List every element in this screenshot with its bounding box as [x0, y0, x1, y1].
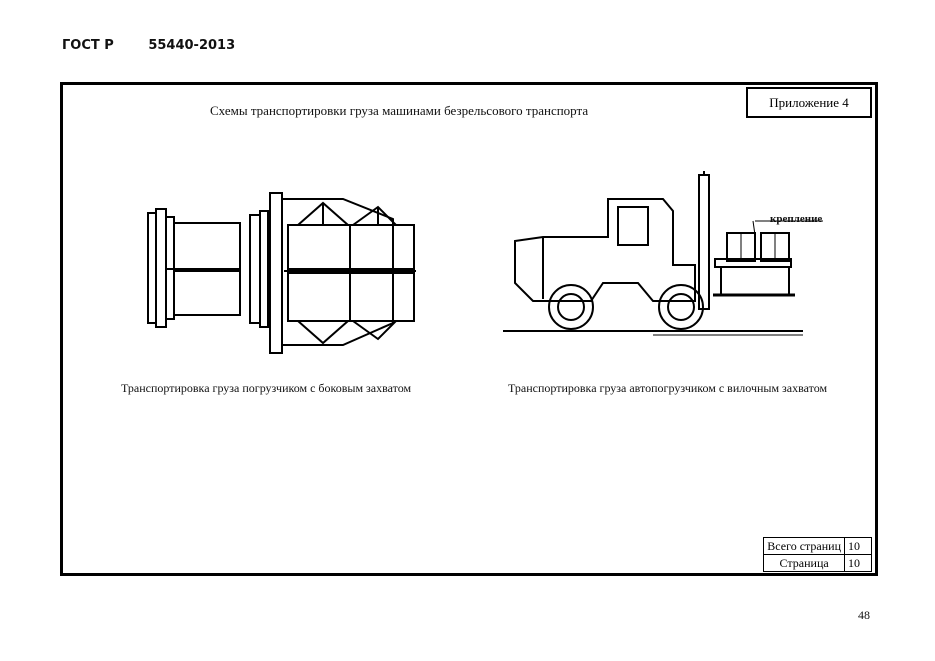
total-pages-label: Всего страниц [763, 537, 845, 555]
right-figure-caption: Транспортировка груза автопогрузчиком с … [508, 381, 828, 395]
current-page-label: Страница [763, 554, 845, 572]
document-header: ГОСТ Р 55440-2013 [62, 38, 235, 53]
appendix-box: Приложение 4 [746, 87, 872, 118]
fastening-label: крепление [770, 213, 823, 225]
drawing-frame: Схемы транспортировки груза машинами без… [60, 82, 878, 576]
standard-prefix: ГОСТ Р [62, 38, 114, 53]
page-title: Схемы транспортировки груза машинами без… [210, 103, 589, 118]
pages-table: Всего страниц 10 Страница 10 [763, 537, 872, 572]
forklift-drawing [503, 171, 823, 336]
side-clamp-loader-drawing [147, 192, 416, 354]
total-pages-value: 10 [844, 537, 872, 555]
page-number: 48 [858, 608, 870, 622]
standard-number: 55440-2013 [148, 38, 236, 53]
left-figure-caption: Транспортировка груза погрузчиком с боко… [121, 381, 412, 395]
current-page-value: 10 [844, 554, 872, 572]
